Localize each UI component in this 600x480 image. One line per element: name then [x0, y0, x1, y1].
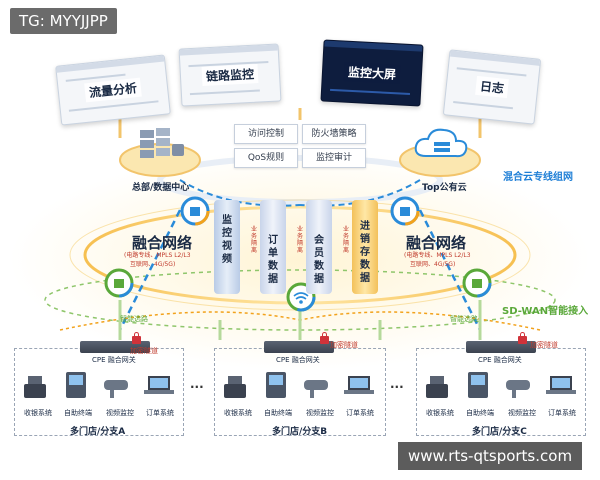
pillar-video: [214, 200, 240, 294]
device-label: 自助终端: [64, 409, 92, 417]
device-label: 收银系统: [224, 409, 252, 417]
device-label: 自助终端: [264, 409, 292, 417]
device-label: 视频监控: [508, 409, 536, 417]
device-label: 订单系统: [548, 409, 576, 417]
cpe-label: CPE 融合网关: [478, 356, 522, 364]
pillar-order: [260, 200, 286, 294]
device-label: 视频监控: [306, 409, 334, 417]
isolation-label: 业务隔离: [250, 226, 257, 254]
isolation-label: 业务隔离: [296, 226, 303, 254]
pillar-label: 监控视频: [222, 215, 232, 265]
ellipsis: ···: [190, 380, 204, 394]
lock-icon: [320, 332, 329, 344]
smart-routing-label-right: 智能选路: [450, 315, 478, 323]
cpe-gateway-icon: [264, 341, 334, 353]
policy-firewall: 防火墙策略: [302, 124, 366, 144]
router-node-icon: [390, 196, 420, 226]
server-icon: [140, 128, 184, 158]
device-label: 收银系统: [24, 409, 52, 417]
fusion-network-sub-left-1: (电路专线、MPLS L2/L3: [124, 252, 191, 259]
cloud-label: Top公有云: [422, 183, 467, 193]
policy-access-control: 访问控制: [234, 124, 298, 144]
encryption-tunnel-label: 加密隧道: [130, 347, 158, 355]
hq-label: 总部/数据中心: [132, 183, 190, 193]
device-label: 视频监控: [106, 409, 134, 417]
pillar-inventory: [352, 200, 378, 294]
fusion-network-sub-right-2: 互联网、4G/5G): [410, 261, 456, 268]
smart-routing-label-left: 智能选路: [120, 315, 148, 323]
device-label: 自助终端: [466, 409, 494, 417]
cloud-icon: [414, 128, 468, 158]
cpe-label: CPE 融合网关: [92, 356, 136, 364]
fusion-network-sub-left-2: 互联网、4G/5G): [130, 261, 176, 268]
policy-qos: QoS规则: [234, 148, 298, 168]
ellipsis: ···: [390, 380, 404, 394]
fusion-network-sub-right-1: (电路专线、MPLS L2/L3: [404, 252, 471, 259]
encryption-tunnel-label: 加密隧道: [530, 341, 558, 349]
pillar-label: 进销存数据: [360, 221, 370, 284]
isolation-label: 业务隔离: [342, 226, 349, 254]
cpe-label: CPE 融合网关: [276, 356, 320, 364]
router-node-icon: [462, 268, 492, 298]
encryption-tunnel-label: 加密隧道: [330, 341, 358, 349]
fusion-network-title-left: 融合网络: [132, 234, 193, 252]
router-node-icon: [180, 196, 210, 226]
branch-name: 多门店/分支B: [272, 427, 328, 437]
url-banner: www.rts-qtsports.com: [398, 442, 583, 470]
router-node-icon: [104, 268, 134, 298]
cpe-gateway-icon: [466, 341, 536, 353]
hybrid-cloud-label: 混合云专线组网: [503, 172, 573, 183]
pillar-label: 会员数据: [314, 235, 324, 285]
branch-name: 多门店/分支C: [472, 427, 527, 437]
camera-icon: [104, 380, 128, 390]
cpe-gateway-icon: [80, 341, 150, 353]
lock-icon: [518, 332, 527, 344]
pillar-label: 订单数据: [268, 235, 278, 285]
cash-register-icon: [24, 384, 46, 398]
pillar-member: [306, 200, 332, 294]
device-label: 订单系统: [346, 409, 374, 417]
watermark: TG: MYYJJPP: [10, 8, 117, 34]
sdwan-label: SD-WAN智能接入: [502, 306, 589, 317]
device-label: 订单系统: [146, 409, 174, 417]
fusion-network-title-right: 融合网络: [406, 234, 467, 252]
policy-audit: 监控审计: [302, 148, 366, 168]
lock-icon: [132, 332, 141, 344]
branch-name: 多门店/分支A: [70, 427, 126, 437]
device-label: 收银系统: [426, 409, 454, 417]
